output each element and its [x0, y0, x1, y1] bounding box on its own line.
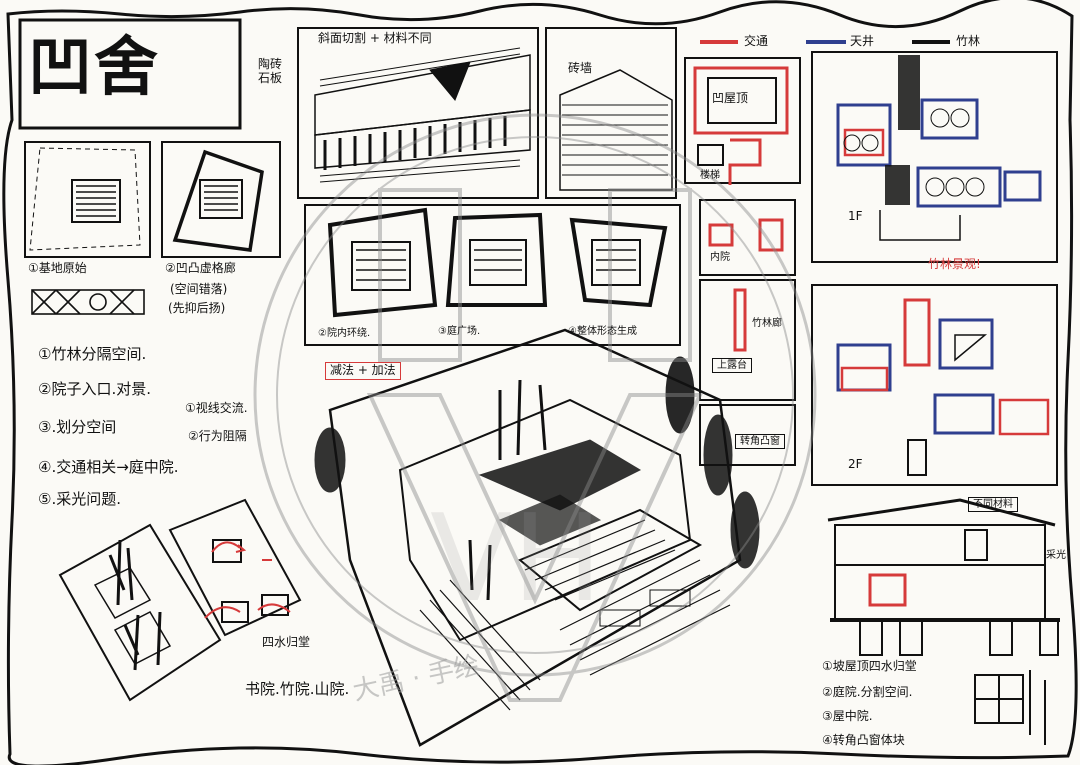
process-label-3: ④整体形态生成: [568, 326, 637, 337]
red-arrows: [204, 541, 291, 619]
plan-2f: [811, 284, 1058, 486]
brick-wall-sketch: [545, 27, 677, 199]
site-diagram-1-label: ①基地原始: [28, 261, 87, 275]
bamboo-view-label: 竹林景观!: [928, 257, 981, 271]
site-diagram-1: [24, 141, 151, 258]
plan-center-label: 凹屋顶: [712, 91, 749, 105]
facade-note: 斜面切割 + 材料不同: [318, 31, 432, 45]
section-note-2: ②庭院.分割空间.: [822, 685, 913, 699]
site-diagram-2-label: ②凹凸虚格廊: [165, 261, 236, 275]
axonometric-building: [314, 328, 760, 747]
strategy-subitem-2: ②行为阻隔: [188, 429, 247, 443]
section-note-4: ④转角凸窗体块: [822, 733, 905, 747]
legend-void: 天井: [850, 34, 875, 48]
floor-1-label: 1F: [848, 209, 863, 223]
site-diagram-2-sub2: (先抑后扬): [168, 301, 226, 315]
brick-label: 砖墙: [568, 61, 593, 75]
upper-deck-label: 上露台: [712, 358, 752, 373]
bamboo-grove-label: 竹林廊: [752, 318, 782, 329]
watermark: [253, 113, 817, 702]
small-glyph-mark: [974, 670, 1046, 745]
wall-material-label: 陶砖石板: [258, 57, 283, 85]
section-note-1: ①坡屋顶四水归堂: [822, 659, 917, 673]
title-frame: [18, 18, 242, 130]
strategy-item-3: ③.划分空间: [38, 418, 117, 436]
strategy-subitem-1: ①视线交流.: [185, 401, 248, 415]
legend-bamboo: 竹林: [956, 34, 981, 48]
process-label-1: ②院内环绕.: [318, 328, 371, 339]
strategy-item-2: ②院子入口.对景.: [38, 380, 151, 398]
process-diagrams: [304, 204, 681, 346]
bamboo-courtyard-diagrams: [58, 498, 302, 702]
strategy-item-5: ⑤.采光问题.: [38, 490, 121, 508]
strategy-item-4: ④.交通相关→庭中院.: [38, 458, 179, 476]
material-label: 不同材料: [968, 497, 1018, 512]
bamboo-strokes: [108, 539, 162, 671]
facade-perspective: [297, 27, 539, 199]
courtyard-types-label: 书院.竹院.山院.: [245, 680, 350, 698]
site-diagram-2-sub1: (空间错落): [170, 282, 228, 296]
stair-label: 楼梯: [700, 170, 720, 181]
courtyard-concept-label: 四水归堂: [262, 635, 311, 649]
process-label-2: ③庭广场.: [438, 326, 481, 337]
corner-window-label: 转角凸窗: [735, 434, 785, 449]
floor-2-label: 2F: [848, 457, 863, 471]
section-drawing: [827, 498, 1060, 656]
plan-1f: [684, 57, 801, 185]
plan-tall: [811, 51, 1058, 263]
strategy-item-1: ①竹林分隔空间.: [38, 345, 147, 363]
courtyard-label: 内院: [710, 252, 730, 263]
method-tag: 减法 + 加法: [325, 362, 401, 380]
site-diagram-2: [161, 141, 281, 258]
ground-section: [31, 289, 145, 315]
section-note: 采光: [1046, 550, 1066, 561]
board-title: 凹舍: [28, 31, 160, 105]
plan-courtyards: [699, 199, 796, 466]
legend-circulation: 交通: [744, 34, 769, 48]
section-note-3: ③屋中院.: [822, 709, 873, 723]
